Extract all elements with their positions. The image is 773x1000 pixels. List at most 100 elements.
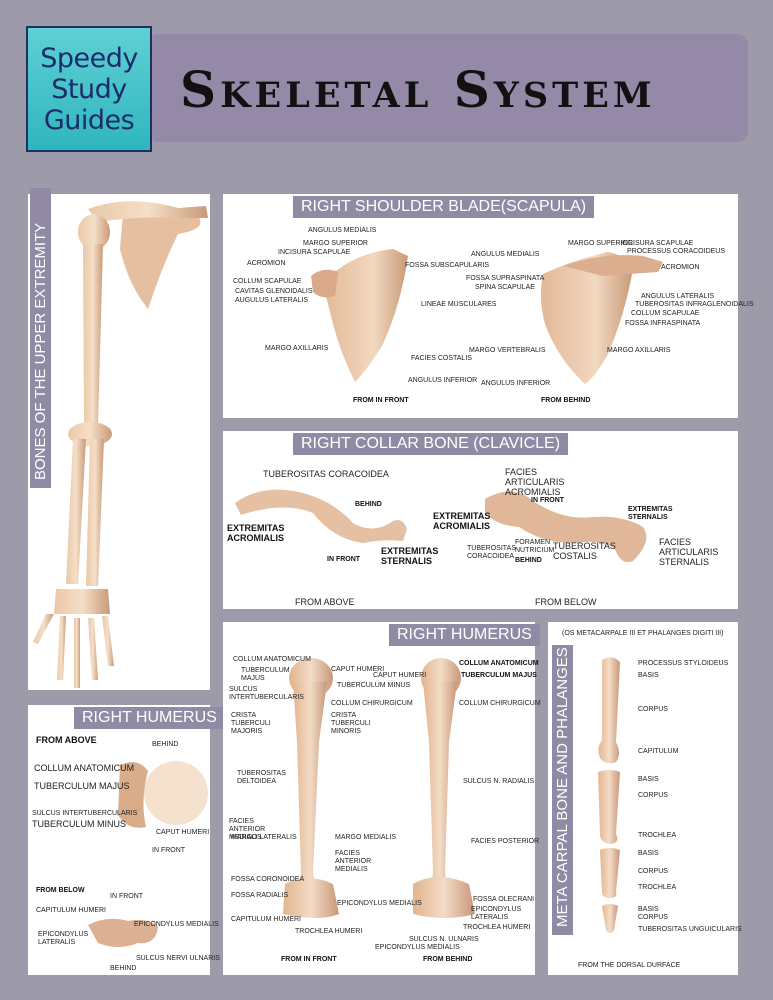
metacarpal-label: CORPUS [638, 914, 668, 921]
humerus-label: FOSSA RADIALIS [231, 892, 289, 899]
logo-line-1: Speedy [40, 42, 138, 74]
humerus-label: CAPUT HUMERI [156, 829, 210, 836]
scapula-label: SPINA SCAPULAE [475, 284, 535, 291]
metacarpal-label-vertical: META CARPAL BONE AND PHALANGES [552, 645, 573, 935]
scapula-label: ANGULUS MEDIALIS [471, 251, 540, 258]
clavicle-label: BEHIND [355, 501, 382, 508]
humerus-label: TROCHLEA HUMERI [463, 924, 531, 931]
metacarpal-caption: FROM THE DORSAL DURFACE [578, 962, 681, 969]
clavicle-caption: FROM BELOW [535, 597, 597, 607]
humerus-label: FOSSA CORONOIDEA [231, 876, 305, 883]
humerus-big-title: RIGHT HUMERUS [389, 624, 540, 646]
clavicle-caption: FROM ABOVE [295, 597, 355, 607]
humerus-label: COLLUM ANATOMICUM [233, 656, 311, 663]
humerus-label: EPICONDYLUS LATERALIS [471, 906, 522, 921]
metacarpal-label: BASIS [638, 850, 659, 857]
metacarpal-label: BASIS [638, 906, 659, 913]
humerus-label: TUBERCULUM MAJUS [461, 672, 537, 679]
scapula-label: COLLUM SCAPULAE [631, 310, 700, 317]
metacarpal-label: CORPUS [638, 868, 668, 875]
humerus-label: FACIES ANTERIOR MEDIALIS [229, 818, 266, 841]
scapula-label: LINEAE MUSCULARES [421, 301, 497, 308]
clavicle-label: EXTREMITAS STERNALIS [381, 546, 439, 566]
scapula-label: FACIES COSTALIS [411, 355, 472, 362]
humerus-label: FROM ABOVE [36, 735, 97, 745]
scapula-label: FOSSA SUPRASPINATA [466, 275, 545, 282]
scapula-label: INCISURA SCAPULAE [621, 240, 694, 247]
metacarpal-label: BASIS [638, 672, 659, 679]
humerus-label: FACIES POSTERIOR [471, 838, 540, 845]
scapula-caption: FROM BEHIND [541, 397, 591, 404]
humerus-label: SULCUS N. ULNARIS [409, 936, 479, 943]
metacarpal-label: CORPUS [638, 792, 668, 799]
scapula-label: ANGULUS INFERIOR [408, 377, 478, 384]
metacarpal-phalanges-illustration [598, 657, 620, 933]
scapula-label: ACROMION [661, 264, 700, 271]
metacarpal-label: PROCESSUS STYLOIDEUS [638, 660, 729, 667]
humerus-label: FACIES ANTERIOR MEDIALIS [335, 850, 372, 873]
humerus-label: CRISTA TUBERCULI MINORIS [331, 712, 371, 735]
upper-extremity-label: BONES OF THE UPPER EXTREMITY [30, 188, 51, 488]
metacarpal-subtitle: (OS METACARPALE III ET PHALANGES DIGITI … [562, 630, 724, 637]
clavicle-title: RIGHT COLLAR BONE (CLAVICLE) [293, 433, 569, 455]
humerus-label: EPICONDYLUS MEDIALIS [375, 944, 460, 951]
metacarpal-label: TROCHLEA [638, 832, 677, 839]
scapula-label: MARGO AXILLARIS [607, 347, 671, 354]
humerus-big-panel: RIGHT HUMERUS COLLUM ANATOMICUM TUBERCUL… [223, 622, 541, 975]
title-band [152, 34, 748, 142]
clavicle-label: IN FRONT [327, 556, 361, 563]
metacarpal-panel: (OS METACARPALE III ET PHALANGES DIGITI … [548, 622, 742, 975]
clavicle-label: BEHIND [515, 557, 542, 564]
clavicle-label: TUBEROSITAS CORACOIDEA [263, 469, 389, 479]
humerus-label: IN FRONT [110, 893, 144, 900]
humerus-caption: FROM IN FRONT [281, 956, 337, 963]
scapula-label: CAVITAS GLENOIDALIS [235, 288, 313, 295]
scapula-label: PROCESSUS CORACOIDEUS [627, 248, 726, 255]
clavicle-label: FORAMEN NUTRICIUM [515, 539, 555, 554]
humerus-label: CAPUT HUMERI [331, 666, 385, 673]
logo-line-3: Guides [43, 104, 135, 136]
scapula-label: TUBEROSITAS INFRAGLENOIDALIS [635, 301, 754, 308]
humerus-label: SULCUS INTERTUBERCULARIS [229, 686, 304, 701]
humerus-label: MARGO MEDIALIS [335, 834, 397, 841]
metacarpal-label: CAPITULUM [638, 748, 679, 755]
humerus-label: TUBEROSITAS DELTOIDEA [237, 770, 286, 785]
scapula-label: INCISURA SCAPULAE [278, 249, 351, 256]
humerus-label: IN FRONT [152, 847, 186, 854]
clavicle-label: IN FRONT [531, 497, 565, 504]
humerus-small-panel: RIGHT HUMERUS FROM ABOVE BEHIND COLLUM A… [28, 705, 225, 975]
upper-extremity-panel [28, 194, 210, 690]
humerus-label: SULCUS N. RADIALIS [463, 778, 535, 785]
scapula-label: COLLUM SCAPULAE [233, 278, 302, 285]
humerus-label: COLLUM CHIRURGICUM [459, 700, 541, 707]
metacarpal-label: BASIS [638, 776, 659, 783]
scapula-illustration [311, 249, 663, 384]
metacarpal-label: CORPUS [638, 706, 668, 713]
clavicle-label: EXTREMITAS ACROMIALIS [433, 511, 491, 531]
clavicle-illustration [235, 489, 647, 563]
humerus-label: TUBERCULUM MINUS [337, 682, 411, 689]
brand-logo: Speedy Study Guides [26, 26, 152, 152]
clavicle-label: TUBEROSITAS COSTALIS [553, 541, 616, 561]
humerus-label: CAPITULUM HUMERI [231, 916, 302, 923]
humerus-label: SULCUS NERVI ULNARIS [136, 955, 220, 962]
humerus-label: TROCHLEA HUMERI [295, 928, 363, 935]
humerus-label: MARGO LATERALIS [231, 834, 297, 841]
scapula-label: FOSSA INFRASPINATA [625, 320, 701, 327]
clavicle-label: FACIES ARTICULARIS STERNALIS [659, 537, 719, 567]
humerus-label: CAPITULUM HUMERI [36, 907, 107, 914]
humerus-label: EPICONDYLUS LATERALIS [38, 931, 89, 946]
clavicle-panel: RIGHT COLLAR BONE (CLAVICLE) TUBEROSITAS… [223, 431, 738, 609]
scapula-label: ACROMION [247, 260, 286, 267]
clavicle-label: EXTREMITAS STERNALIS [628, 506, 673, 521]
humerus-label: SULCUS INTERTUBERCULARIS [32, 810, 138, 817]
humerus-label: EPICONDYLUS MEDIALIS [134, 921, 219, 928]
humerus-label: EPICONDYLUS MEDIALIS [337, 900, 422, 907]
metacarpal-label: TROCHLEA [638, 884, 677, 891]
humerus-label: FOSSA OLECRANI [473, 896, 535, 903]
scapula-label: MARGO SUPERIOR [303, 240, 368, 247]
scapula-label: ANGULUS MEDIALIS [308, 227, 377, 234]
humerus-label: BEHIND [152, 741, 179, 748]
scapula-label: FOSSA SUBSCAPULARIS [405, 262, 490, 269]
humerus-small-title: RIGHT HUMERUS [74, 707, 225, 729]
